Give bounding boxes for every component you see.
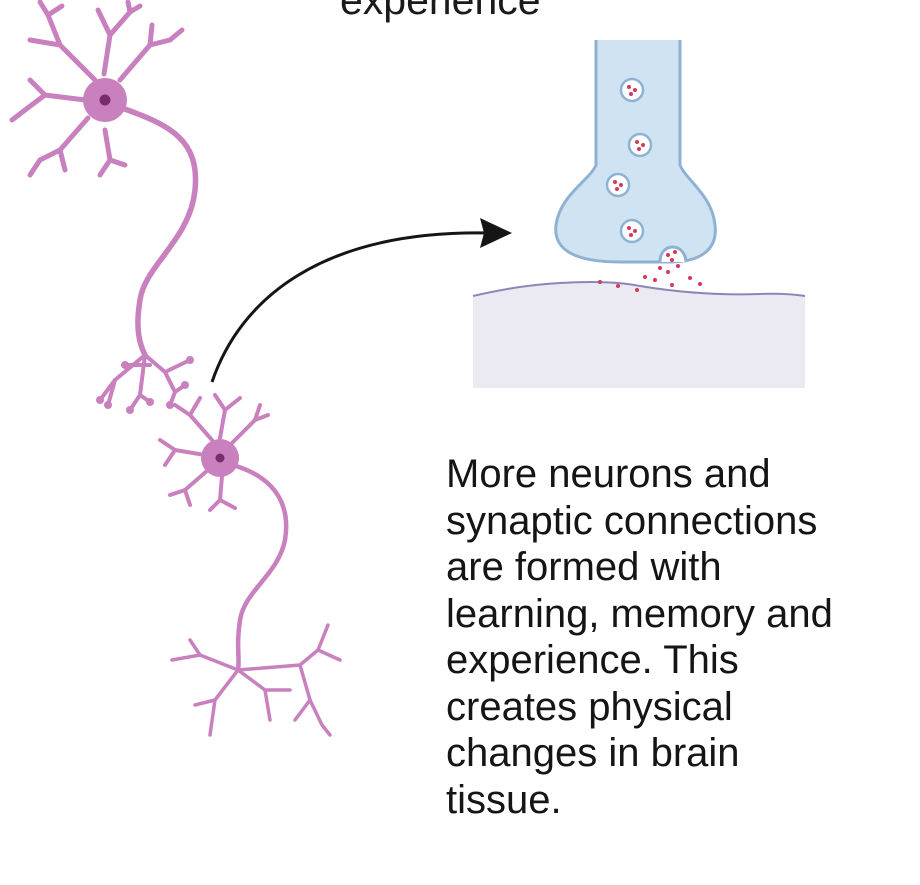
upper-neuron: [12, 2, 196, 414]
caption-line: More neurons and: [446, 451, 916, 498]
synapse-zoom: [473, 40, 805, 388]
vesicle: [629, 134, 651, 156]
caption-line: creates physical: [446, 684, 916, 731]
caption-line: experience. This: [446, 637, 916, 684]
upper-neuron-axon: [122, 108, 196, 355]
caption-line: are formed with: [446, 544, 916, 591]
caption-text: More neurons and synaptic connections ar…: [446, 451, 916, 823]
vesicle: [621, 220, 643, 242]
caption-line: learning, memory and: [446, 591, 916, 638]
upper-neuron-axon-terminals: [100, 355, 190, 410]
lower-neuron: [160, 395, 340, 735]
vesicle: [607, 174, 629, 196]
arrow-head: [480, 218, 512, 248]
caption-line: synaptic connections: [446, 498, 916, 545]
lower-neuron-axon: [236, 466, 286, 670]
lower-neuron-axon-branches: [172, 625, 340, 735]
caption-line: changes in brain: [446, 730, 916, 777]
caption-line: tissue.: [446, 777, 916, 824]
curved-arrow: [212, 233, 488, 382]
lower-neuron-nucleus: [216, 454, 225, 463]
postsynaptic-membrane: [473, 282, 805, 388]
upper-neuron-nucleus: [100, 95, 111, 106]
vesicle: [621, 79, 643, 101]
